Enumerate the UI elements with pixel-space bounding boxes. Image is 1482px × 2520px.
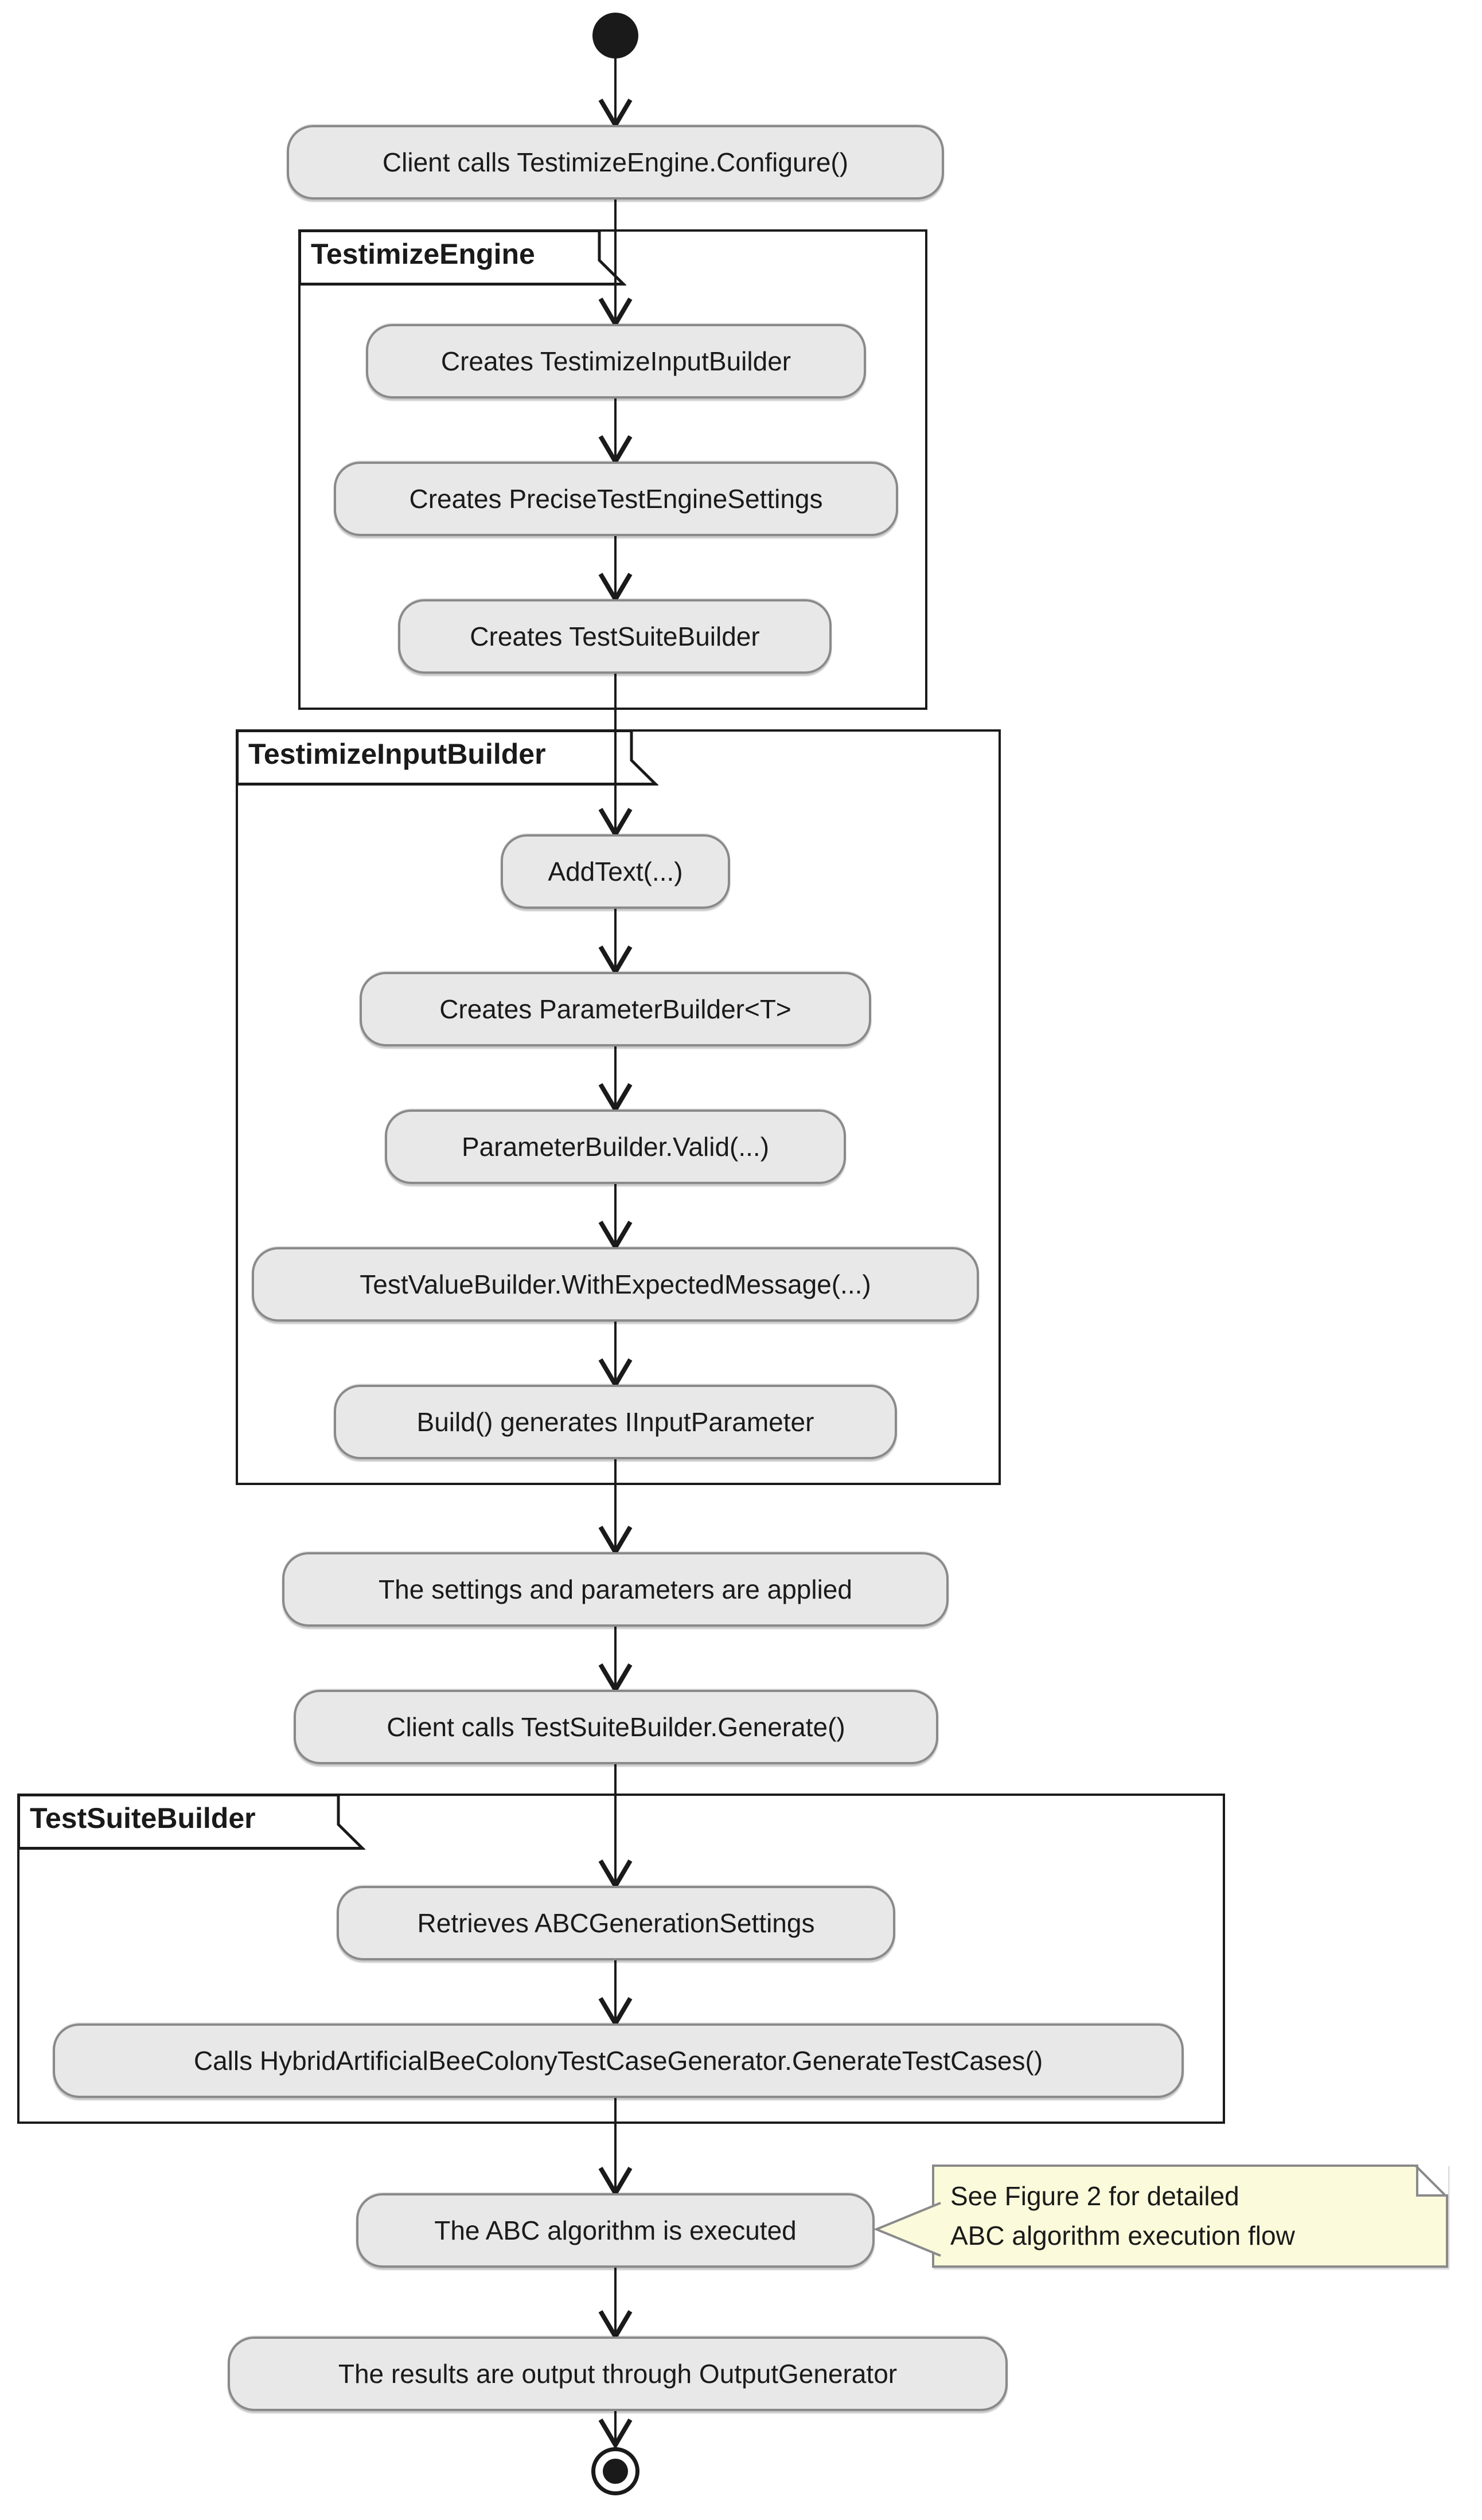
activity-settings-parameters-applied: The settings and parameters are applied xyxy=(282,1552,949,1627)
activity-label: The ABC algorithm is executed xyxy=(434,2215,797,2245)
note-fold-corner-icon xyxy=(1416,2165,1448,2197)
partition-title: TestimizeInputBuilder xyxy=(248,738,546,770)
activity-retrieves-abc-generation-settings: Retrieves ABCGenerationSettings xyxy=(337,1886,895,1960)
partition-test-suite-builder: TestSuiteBuilder xyxy=(17,1794,1225,2124)
note-line: See Figure 2 for detailed xyxy=(950,2181,1239,2211)
end-node xyxy=(591,2447,639,2495)
partition-tab: TestimizeEngine xyxy=(298,229,626,286)
activity-label: Retrieves ABCGenerationSettings xyxy=(417,1908,815,1938)
activity-creates-testimize-input-builder: Creates TestimizeInputBuilder xyxy=(366,324,866,398)
activity-label: AddText(...) xyxy=(548,856,683,886)
partition-tab-shape xyxy=(236,729,658,786)
partition-testimize-input-builder: TestimizeInputBuilder xyxy=(236,729,1001,1485)
activity-build-generates-iinputparameter: Build() generates IInputParameter xyxy=(334,1385,897,1459)
partition-tab: TestSuiteBuilder xyxy=(17,1794,365,1850)
activity-client-configure: Client calls TestimizeEngine.Configure() xyxy=(287,125,944,200)
activity-label: Client calls TestSuiteBuilder.Generate() xyxy=(387,1712,845,1742)
activity-label: Calls HybridArtificialBeeColonyTestCaseG… xyxy=(193,2045,1043,2076)
activity-label: Build() generates IInputParameter xyxy=(416,1406,814,1437)
note-line: ABC algorithm execution flow xyxy=(950,2221,1295,2251)
activity-creates-precise-test-engine-settings: Creates PreciseTestEngineSettings xyxy=(334,462,898,536)
activity-label: Creates ParameterBuilder<T> xyxy=(439,994,791,1024)
note: See Figure 2 for detailed ABC algorithm … xyxy=(932,2165,1448,2268)
activity-label: The results are output through OutputGen… xyxy=(338,2358,898,2389)
activity-label: Client calls TestimizeEngine.Configure() xyxy=(382,147,849,177)
end-node-dot xyxy=(603,2459,628,2484)
activity-client-generate: Client calls TestSuiteBuilder.Generate() xyxy=(294,1690,938,1764)
partition-tab-shape xyxy=(298,229,626,286)
start-node xyxy=(592,13,638,58)
partition-title: TestSuiteBuilder xyxy=(30,1802,256,1834)
activity-calls-hybrid-abc-generator: Calls HybridArtificialBeeColonyTestCaseG… xyxy=(53,2023,1184,2098)
activity-addtext: AddText(...) xyxy=(501,834,730,909)
activity-parameter-builder-valid: ParameterBuilder.Valid(...) xyxy=(385,1109,846,1184)
activity-results-output-generator: The results are output through OutputGen… xyxy=(228,2337,1008,2411)
activity-abc-algorithm-executed: The ABC algorithm is executed xyxy=(356,2193,875,2268)
partition-title: TestimizeEngine xyxy=(311,238,535,270)
activity-creates-parameter-builder: Creates ParameterBuilder<T> xyxy=(360,972,871,1046)
note-body: See Figure 2 for detailed ABC algorithm … xyxy=(934,2177,1311,2256)
activity-label: TestValueBuilder.WithExpectedMessage(...… xyxy=(360,1269,871,1299)
activity-label: Creates TestSuiteBuilder xyxy=(470,621,760,651)
activity-label: The settings and parameters are applied xyxy=(379,1574,852,1604)
activity-label: Creates TestimizeInputBuilder xyxy=(440,346,791,376)
activity-test-value-builder-with-expected-message: TestValueBuilder.WithExpectedMessage(...… xyxy=(252,1247,979,1322)
activity-label: Creates PreciseTestEngineSettings xyxy=(409,483,823,514)
activity-creates-test-suite-builder: Creates TestSuiteBuilder xyxy=(398,599,832,674)
activity-label: ParameterBuilder.Valid(...) xyxy=(461,1131,770,1162)
partition-tab-shape xyxy=(17,1794,365,1850)
partition-testimize-engine: TestimizeEngine xyxy=(298,229,927,710)
partition-tab: TestimizeInputBuilder xyxy=(236,729,658,786)
